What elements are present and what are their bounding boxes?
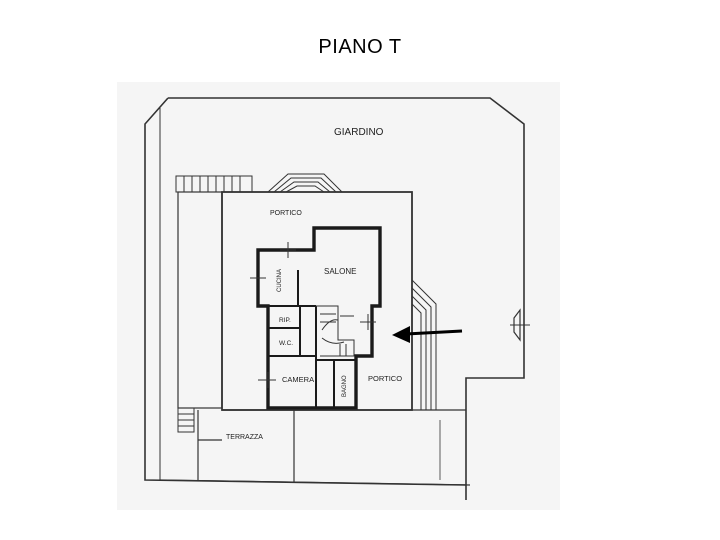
interior-walls [268, 270, 356, 408]
room-label-cucina: CUCINA [277, 269, 283, 292]
door-marks [250, 242, 376, 388]
internal-stair [316, 305, 355, 357]
room-label-terrazza: TERRAZZA [226, 434, 263, 441]
room-label-bagno: BAGNO [342, 375, 348, 397]
room-label-rip: RIP. [279, 317, 291, 324]
side-gate [513, 308, 521, 342]
room-label-portico-top: PORTICO [270, 210, 302, 217]
top-left-stairs [175, 175, 253, 193]
bottom-left-stairs [177, 407, 195, 433]
room-label-wc: W.C. [279, 340, 293, 347]
room-label-giardino: GIARDINO [334, 127, 384, 138]
room-label-portico-right: PORTICO [368, 374, 402, 383]
front-steps [267, 173, 343, 193]
lower-terrace [197, 409, 466, 482]
plan-paper [117, 82, 560, 510]
room-label-camera: CAMERA [282, 375, 314, 384]
arrow-left-icon [392, 326, 463, 343]
room-label-salone: SALONE [324, 267, 356, 276]
page-title: PIANO T [318, 36, 402, 58]
boundary-bottom [159, 479, 471, 486]
